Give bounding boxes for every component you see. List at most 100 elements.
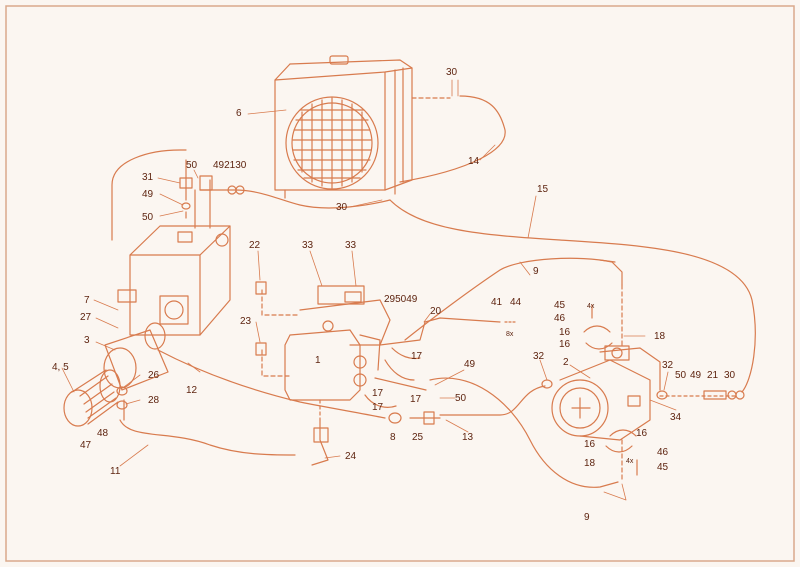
outer-frame xyxy=(5,5,795,562)
fitting-32-right xyxy=(656,390,668,400)
callout-49-r: 49 xyxy=(690,370,702,381)
callout-24: 24 xyxy=(345,451,357,462)
filter-element xyxy=(63,369,121,427)
fitting-32-left xyxy=(541,379,553,389)
callout-7: 7 xyxy=(84,295,90,306)
callout-17-b: 17 xyxy=(372,388,384,399)
callout-31: 31 xyxy=(142,172,154,183)
callout-16-b: 16 xyxy=(559,339,571,350)
dash-23 xyxy=(261,349,291,377)
callout-15: 15 xyxy=(537,184,549,195)
callout-8: 8 xyxy=(390,432,396,443)
callout-25: 25 xyxy=(412,432,424,443)
clamp-16-c xyxy=(609,429,637,437)
fitting-26 xyxy=(116,386,128,396)
line-49-50 xyxy=(374,377,427,391)
clamp-17-c xyxy=(364,394,397,408)
dash-22 xyxy=(261,289,301,316)
radiator xyxy=(274,55,413,199)
callout-9-top: 9 xyxy=(533,266,539,277)
fitting-25 xyxy=(423,411,435,425)
callout-46-top: 46 xyxy=(554,313,566,324)
callout-3: 3 xyxy=(84,335,90,346)
fitting-28 xyxy=(116,400,128,410)
callout-1: 1 xyxy=(315,355,321,366)
callout-27: 27 xyxy=(80,312,92,323)
secondary-pump xyxy=(551,345,661,441)
callout-20: 20 xyxy=(430,306,442,317)
callout-18-bot: 18 xyxy=(584,458,596,469)
callout-14: 14 xyxy=(468,156,480,167)
callout-17-d: 17 xyxy=(372,402,384,413)
callout-22: 22 xyxy=(249,240,261,251)
callout-29-50-49: 295049 xyxy=(384,294,418,305)
callout-41: 41 xyxy=(491,297,503,308)
line-20 xyxy=(379,317,501,346)
callout-21-r: 21 xyxy=(707,370,719,381)
radiator-feed-line xyxy=(199,189,391,209)
callout-8x-a: 8x xyxy=(506,331,514,338)
hose-12 xyxy=(157,349,386,419)
oring-30-top-b xyxy=(235,185,245,195)
callout-16-a: 16 xyxy=(559,327,571,338)
callout-50-r: 50 xyxy=(675,370,687,381)
fitting-49-top xyxy=(181,202,191,210)
clamp-17-b xyxy=(384,359,415,381)
callout-23: 23 xyxy=(240,316,252,327)
callout-30-mid: 30 xyxy=(336,202,348,213)
oring-30-a xyxy=(727,390,737,400)
callout-4-5: 4, 5 xyxy=(52,362,69,373)
callout-32-a: 32 xyxy=(533,351,545,362)
callout-45-bot: 45 xyxy=(657,462,669,473)
callout-2: 2 xyxy=(563,357,569,368)
callout-33-a: 33 xyxy=(302,240,314,251)
fitting-8 xyxy=(388,412,402,424)
callout-49-mid: 49 xyxy=(464,359,476,370)
reservoir-tank xyxy=(117,179,231,336)
callout-17-c: 17 xyxy=(410,394,422,405)
callout-34: 34 xyxy=(670,412,682,423)
callout-50-mid: 50 xyxy=(455,393,467,404)
callout-4x-bot: 4x xyxy=(626,458,634,465)
callout-49-21-30: 492130 xyxy=(213,160,247,171)
return-line xyxy=(111,149,187,241)
callout-9-bot: 9 xyxy=(584,512,590,523)
callout-32-b: 32 xyxy=(662,360,674,371)
callout-13: 13 xyxy=(462,432,474,443)
fitting-50-a xyxy=(199,175,213,191)
hose-9-top xyxy=(404,257,623,341)
callout-46-bot: 46 xyxy=(657,447,669,458)
hose-13 xyxy=(439,385,546,416)
clamp-16-a xyxy=(583,325,611,333)
hose-11 xyxy=(119,419,296,456)
callout-44: 44 xyxy=(510,297,522,308)
callout-26: 26 xyxy=(148,370,160,381)
callout-50-a: 50 xyxy=(186,160,198,171)
callout-12: 12 xyxy=(186,385,198,396)
callout-45-top: 45 xyxy=(554,300,566,311)
callout-16-c: 16 xyxy=(584,439,596,450)
hose-14 xyxy=(399,95,506,183)
callout-47: 47 xyxy=(80,440,92,451)
fitting-21-right xyxy=(703,390,727,400)
leader-lines xyxy=(61,79,677,501)
callout-17-a: 17 xyxy=(411,351,423,362)
clamp-16-b xyxy=(585,342,613,350)
callout-30-top: 30 xyxy=(446,67,458,78)
elbow-24 xyxy=(311,419,329,466)
elbow-24-nut xyxy=(313,427,329,443)
hose-9-clamp xyxy=(599,259,616,263)
fitting-23 xyxy=(255,342,267,356)
callout-11: 11 xyxy=(110,466,121,477)
callout-33-b: 33 xyxy=(345,240,357,251)
callout-49-a: 49 xyxy=(142,189,154,200)
clamp-16-d xyxy=(605,445,633,453)
callout-30-r: 30 xyxy=(724,370,736,381)
callout-18-top: 18 xyxy=(654,331,666,342)
clamp-17-a xyxy=(391,347,421,360)
main-pump xyxy=(284,285,391,401)
fitting-22 xyxy=(255,281,267,295)
callout-48: 48 xyxy=(97,428,109,439)
